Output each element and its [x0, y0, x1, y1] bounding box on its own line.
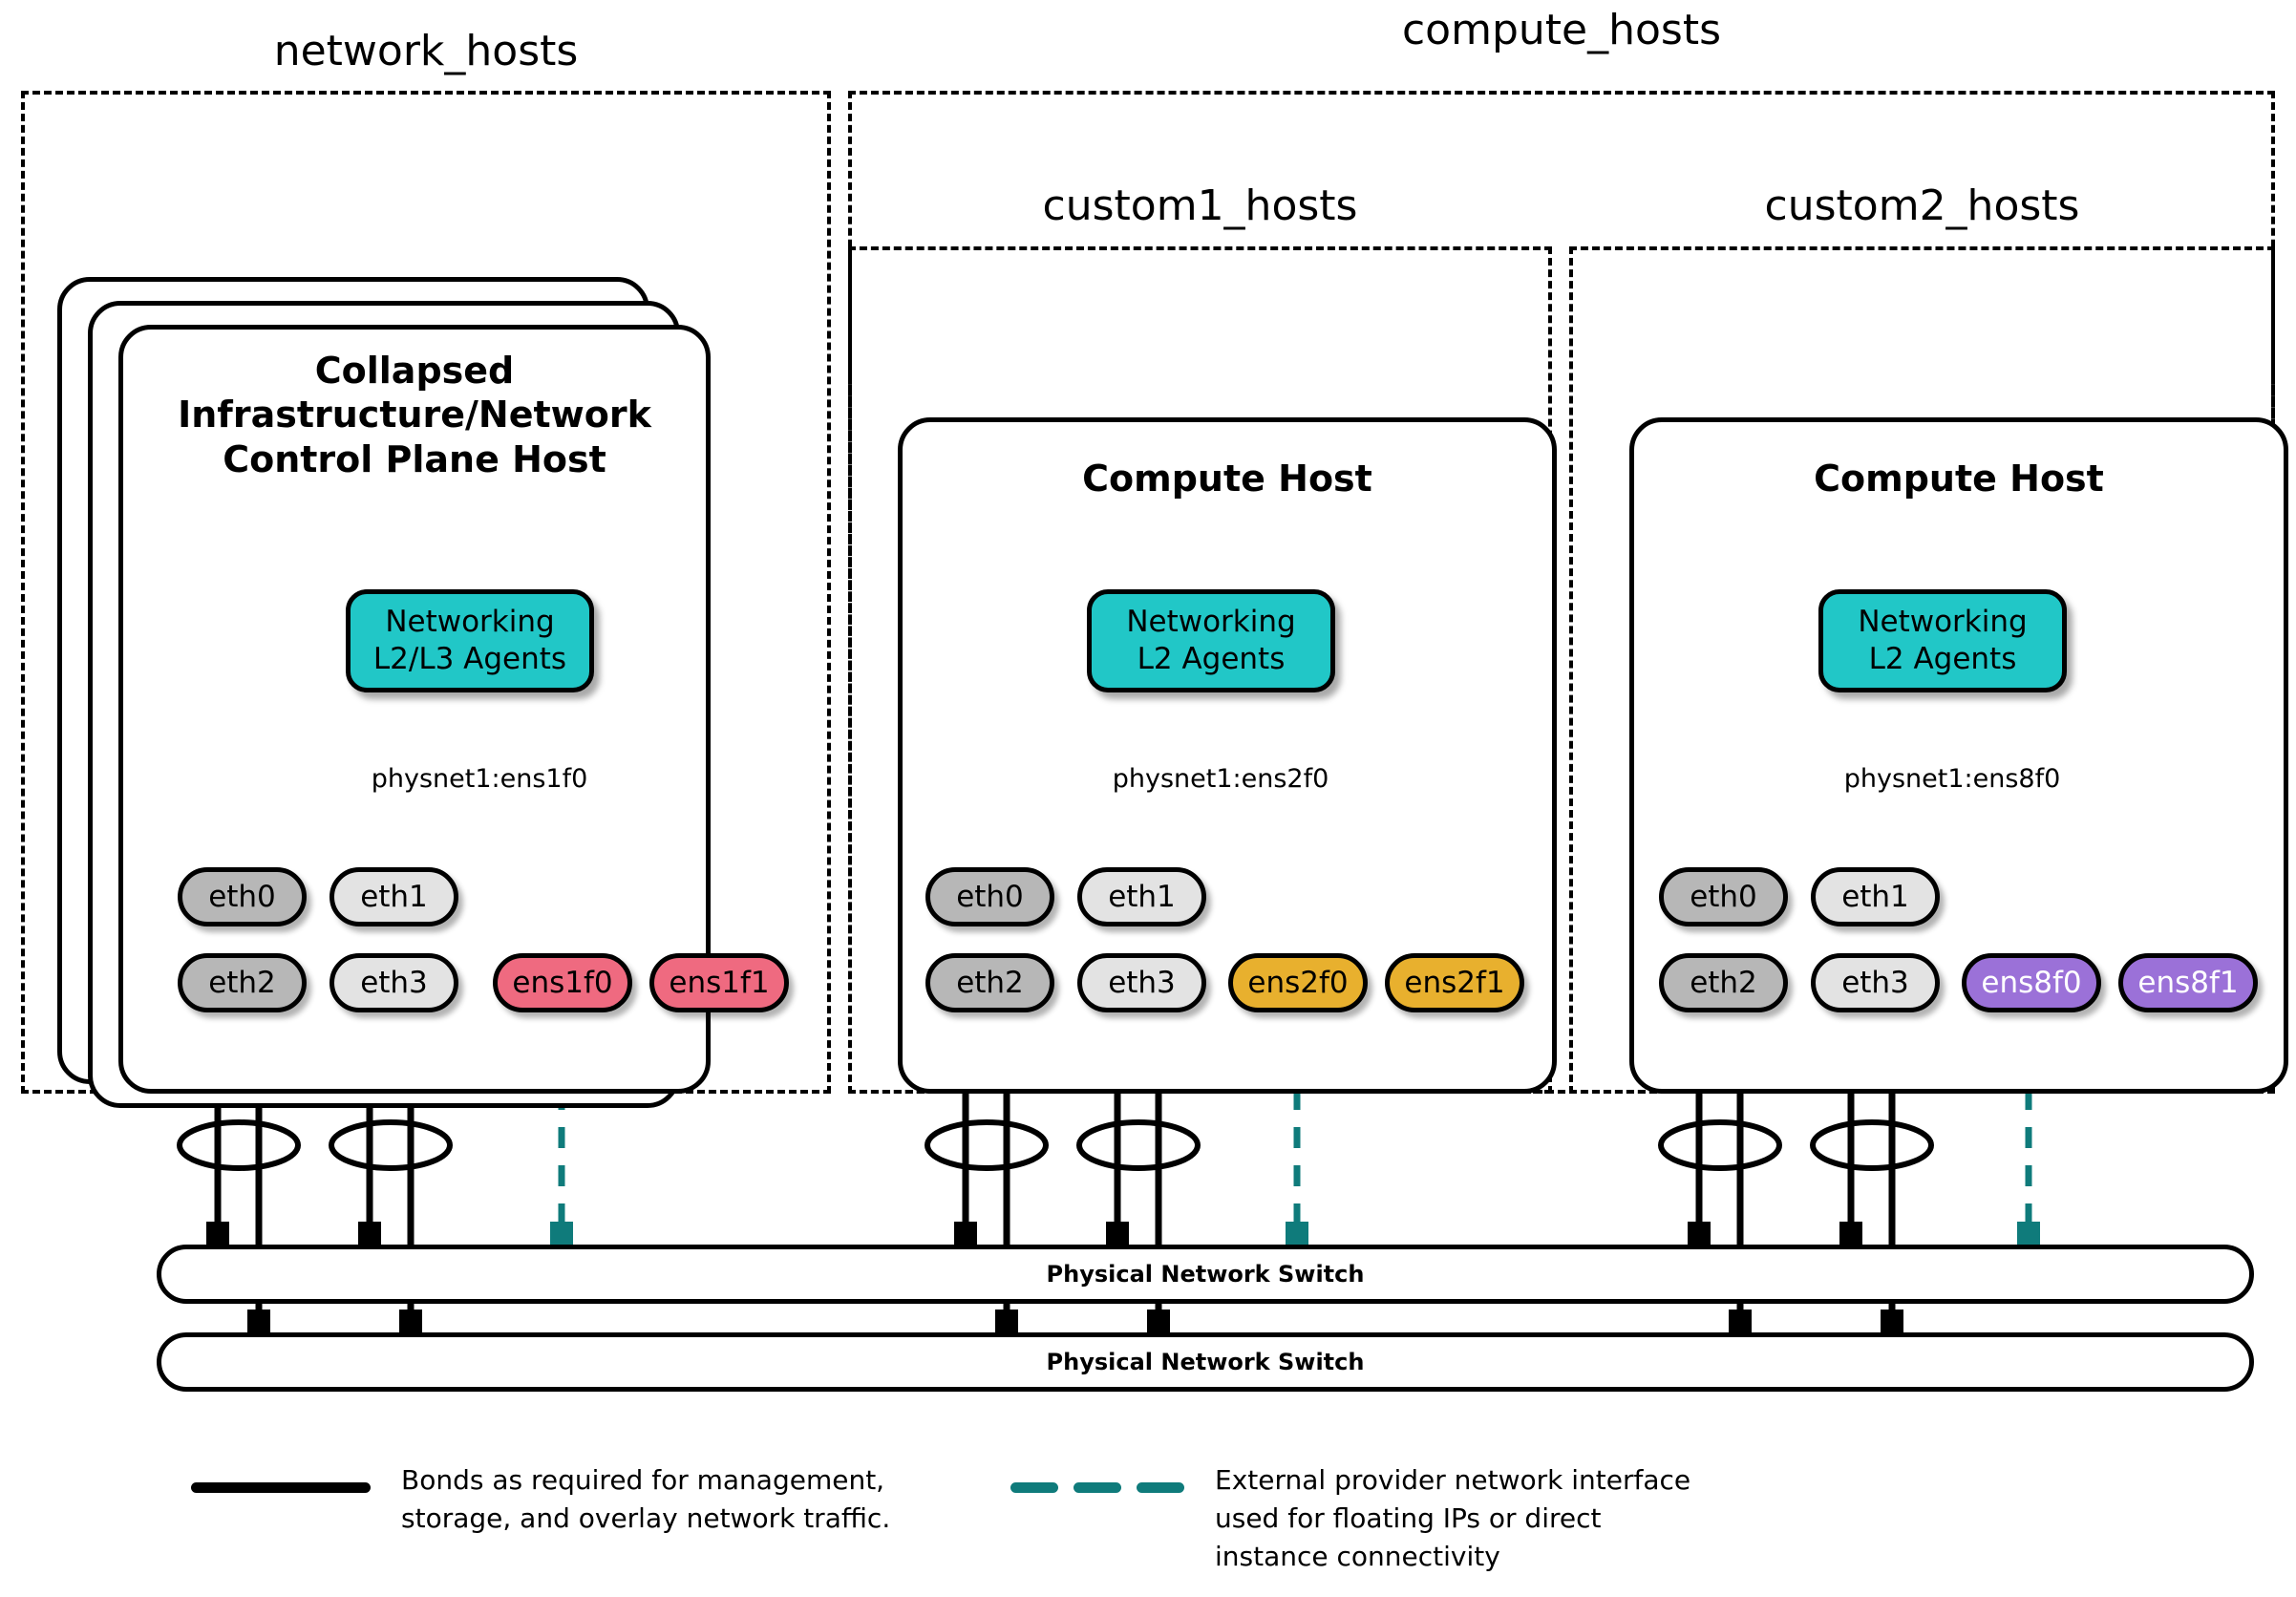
host3-bond-ellipses — [1658, 1119, 1934, 1171]
control-plane-agent-line1: Networking — [385, 604, 555, 639]
nic-compute-host-2-ens8f0[interactable]: ens8f0 — [1962, 953, 2101, 1012]
nic-control-plane-eth2[interactable]: eth2 — [178, 953, 307, 1012]
compute-host-1-agent-box[interactable]: Networking L2 Agents — [1087, 589, 1335, 692]
control-plane-physnet-label: physnet1:ens1f0 — [371, 764, 588, 794]
nic-compute-host-1-ens2f1[interactable]: ens2f1 — [1385, 953, 1524, 1012]
host2-bond-ellipses — [925, 1119, 1201, 1171]
nic-control-plane-ens1f1[interactable]: ens1f1 — [649, 953, 789, 1012]
legend-swatch-external-dash-3 — [1137, 1482, 1184, 1493]
compute-host-2-physnet-label: physnet1:ens8f0 — [1843, 764, 2061, 794]
group-label-compute-hosts: compute_hosts — [1401, 6, 1722, 54]
physical-network-switch-bottom[interactable]: Physical Network Switch — [157, 1332, 2254, 1392]
nic-compute-host-2-eth1[interactable]: eth1 — [1811, 867, 1940, 926]
nic-compute-host-1-eth0[interactable]: eth0 — [925, 867, 1054, 926]
legend-text-external-provider: External provider network interface used… — [1215, 1464, 1691, 1572]
physical-network-switch-top[interactable]: Physical Network Switch — [157, 1245, 2254, 1304]
nic-control-plane-ens1f0[interactable]: ens1f0 — [493, 953, 632, 1012]
host1-bond-ellipses — [177, 1119, 453, 1171]
legend-swatch-bonds — [191, 1482, 371, 1493]
nic-compute-host-1-eth2[interactable]: eth2 — [925, 953, 1054, 1012]
compute-host-2-title: Compute Host — [1814, 458, 2104, 500]
nic-compute-host-2-eth2[interactable]: eth2 — [1659, 953, 1788, 1012]
nic-compute-host-2-ens8f1[interactable]: ens8f1 — [2118, 953, 2258, 1012]
group-label-custom1-hosts: custom1_hosts — [1042, 181, 1358, 230]
group-label-custom2-hosts: custom2_hosts — [1764, 181, 2080, 230]
compute-host-1-physnet-label: physnet1:ens2f0 — [1112, 764, 1329, 794]
legend-swatch-external-dash-1 — [1010, 1482, 1058, 1493]
nic-compute-host-1-eth1[interactable]: eth1 — [1077, 867, 1206, 926]
nic-control-plane-eth0[interactable]: eth0 — [178, 867, 307, 926]
control-plane-agent-box[interactable]: Networking L2/L3 Agents — [346, 589, 594, 692]
compute-host-2-agent-box[interactable]: Networking L2 Agents — [1818, 589, 2067, 692]
legend-text-bonds: Bonds as required for management, storag… — [401, 1464, 891, 1534]
compute-host-2-agent-line2: L2 Agents — [1868, 642, 2017, 676]
nic-control-plane-eth1[interactable]: eth1 — [330, 867, 458, 926]
nic-compute-host-2-eth3[interactable]: eth3 — [1811, 953, 1940, 1012]
compute-host-1-agent-line2: L2 Agents — [1137, 642, 1286, 676]
group-label-network-hosts: network_hosts — [273, 27, 579, 75]
compute-host-1-title: Compute Host — [1082, 458, 1372, 500]
control-plane-agent-line2: L2/L3 Agents — [372, 642, 567, 676]
nic-compute-host-1-eth3[interactable]: eth3 — [1077, 953, 1206, 1012]
nic-control-plane-eth3[interactable]: eth3 — [330, 953, 458, 1012]
nic-compute-host-2-eth0[interactable]: eth0 — [1659, 867, 1788, 926]
control-plane-host-title: Collapsed Infrastructure/Network Control… — [178, 350, 651, 480]
legend-swatch-external-dash-2 — [1074, 1482, 1121, 1493]
compute-host-1-agent-line1: Networking — [1126, 604, 1296, 639]
nic-compute-host-1-ens2f0[interactable]: ens2f0 — [1228, 953, 1368, 1012]
compute-host-2-agent-line1: Networking — [1858, 604, 2028, 639]
